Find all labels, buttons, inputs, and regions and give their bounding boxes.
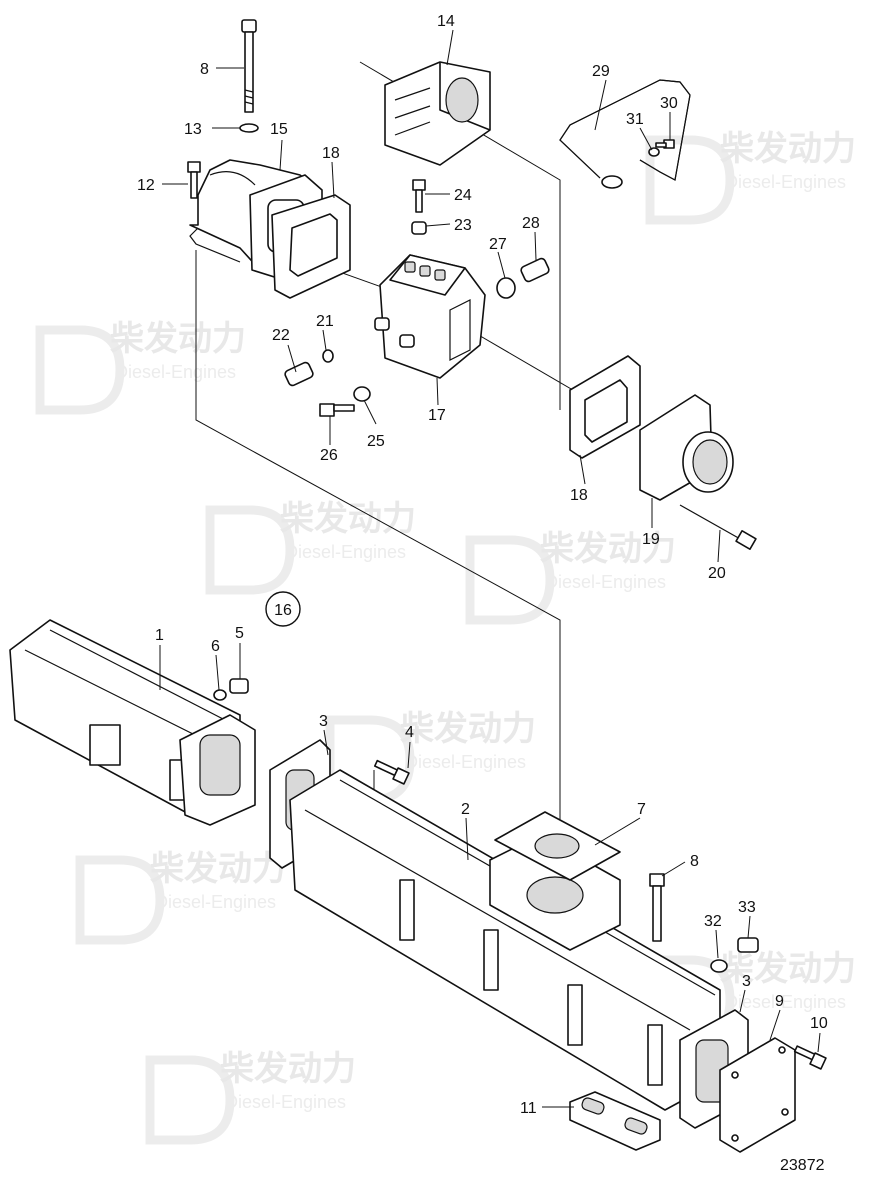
svg-text:柴发动力: 柴发动力: [220, 1050, 356, 1088]
part-22-plug: [284, 361, 314, 387]
callout-8-upper: 8: [200, 61, 209, 78]
part-29-pipe: [559, 79, 691, 189]
callout-labels: 8 13 15 12 18 14 24 23 27 28 29 30 31 21…: [137, 13, 828, 1117]
callout-31: 31: [626, 111, 644, 128]
callout-22: 22: [272, 327, 290, 344]
svg-text:柴发动力: 柴发动力: [280, 500, 416, 538]
callout-9: 9: [775, 993, 784, 1010]
watermark-logo: 柴发动力 Diesel-Engines: [205, 500, 416, 595]
svg-text:Diesel-Engines: Diesel-Engines: [155, 892, 276, 912]
part-11-gasket: [569, 1091, 661, 1151]
svg-text:16: 16: [274, 602, 292, 619]
watermark-logo: 柴发动力 Diesel-Engines: [325, 710, 536, 805]
callout-12: 12: [137, 177, 155, 194]
callout-33: 33: [738, 899, 756, 916]
svg-text:Diesel-Engines: Diesel-Engines: [725, 172, 846, 192]
watermark-logo: 柴发动力 Diesel-Engines: [465, 530, 676, 625]
svg-text:柴发动力: 柴发动力: [540, 530, 676, 568]
part-23-nut: [411, 221, 427, 235]
callout-3-middle: 3: [319, 713, 328, 730]
svg-text:柴发动力: 柴发动力: [110, 320, 246, 358]
callout-25: 25: [367, 433, 385, 450]
part-9-end-cover: [719, 1037, 796, 1153]
callout-14: 14: [437, 13, 455, 30]
part-12-bolt: [187, 161, 201, 199]
svg-text:柴发动力: 柴发动力: [720, 130, 856, 168]
watermark-logo: 柴发动力 Diesel-Engines: [35, 320, 246, 415]
callout-3-end: 3: [742, 973, 751, 990]
svg-text:Diesel-Engines: Diesel-Engines: [545, 572, 666, 592]
callout-18-upper: 18: [322, 145, 340, 162]
part-20-bolt: [679, 504, 757, 550]
part-18-gasket-upper: [271, 194, 351, 299]
svg-text:Diesel-Engines: Diesel-Engines: [285, 542, 406, 562]
callout-17: 17: [428, 407, 446, 424]
callout-7: 7: [637, 801, 646, 818]
callout-10: 10: [810, 1015, 828, 1032]
callout-26: 26: [320, 447, 338, 464]
callout-24: 24: [454, 187, 472, 204]
part-28-plug: [520, 257, 550, 283]
watermark-logo: 柴发动力 Diesel-Engines: [645, 130, 856, 225]
callout-1: 1: [155, 627, 164, 644]
part-30-bolt: [655, 139, 675, 149]
part-7-gasket: [494, 811, 621, 881]
part-31-washer: [648, 147, 660, 157]
part-27-washer: [496, 277, 516, 299]
part-25-washer: [353, 386, 371, 402]
callout-28: 28: [522, 215, 540, 232]
callout-8-lower: 8: [690, 853, 699, 870]
callout-27: 27: [489, 236, 507, 253]
part-33-plug: [737, 937, 759, 953]
svg-text:柴发动力: 柴发动力: [720, 950, 856, 988]
svg-text:Diesel-Engines: Diesel-Engines: [405, 752, 526, 772]
callout-15: 15: [270, 121, 288, 138]
group-marker-16: 16: [265, 591, 301, 627]
leader-lines: [159, 29, 821, 1108]
drawing-number: 23872: [780, 1157, 825, 1174]
callout-18-lower: 18: [570, 487, 588, 504]
callout-4: 4: [405, 724, 414, 741]
part-8-bolt-lower: [649, 873, 665, 942]
callout-5: 5: [235, 625, 244, 642]
part-8-bolt-upper: [241, 19, 257, 113]
svg-text:柴发动力: 柴发动力: [150, 850, 286, 888]
callout-13: 13: [184, 121, 202, 138]
watermark-logo: 柴发动力 Diesel-Engines: [145, 1050, 356, 1145]
part-13-washer: [239, 123, 259, 133]
svg-text:Diesel-Engines: Diesel-Engines: [225, 1092, 346, 1112]
callout-11: 11: [520, 1100, 537, 1117]
part-26-bolt: [319, 403, 355, 417]
part-21-seal-ring: [322, 349, 334, 363]
callout-2: 2: [461, 801, 470, 818]
part-1-manifold-front: [9, 619, 256, 826]
part-19-flange: [639, 394, 734, 501]
part-14-insulation-block: [384, 61, 491, 166]
callout-32: 32: [704, 913, 722, 930]
callout-21: 21: [316, 313, 334, 330]
watermark-layer: 柴发动力 Diesel-Engines 柴发动力 Diesel-Engines …: [35, 130, 856, 1145]
svg-text:Diesel-Engines: Diesel-Engines: [115, 362, 236, 382]
watermark-logo: 柴发动力 Diesel-Engines: [75, 850, 286, 945]
svg-text:柴发动力: 柴发动力: [400, 710, 536, 748]
part-17-valve-body: [374, 254, 486, 379]
part-10-bolt: [793, 1045, 827, 1070]
callout-30: 30: [660, 95, 678, 112]
part-4-bolt: [373, 759, 410, 785]
callout-19: 19: [642, 531, 660, 548]
part-24-bolt: [412, 179, 426, 213]
callout-20: 20: [708, 565, 726, 582]
part-18-gasket-lower: [569, 355, 641, 459]
svg-text:Diesel-Engines: Diesel-Engines: [725, 992, 846, 1012]
part-6-washer: [213, 689, 227, 701]
callout-29: 29: [592, 63, 610, 80]
part-5-plug: [229, 678, 249, 694]
callout-6: 6: [211, 638, 220, 655]
callout-23: 23: [454, 217, 472, 234]
part-32-washer: [710, 959, 728, 973]
